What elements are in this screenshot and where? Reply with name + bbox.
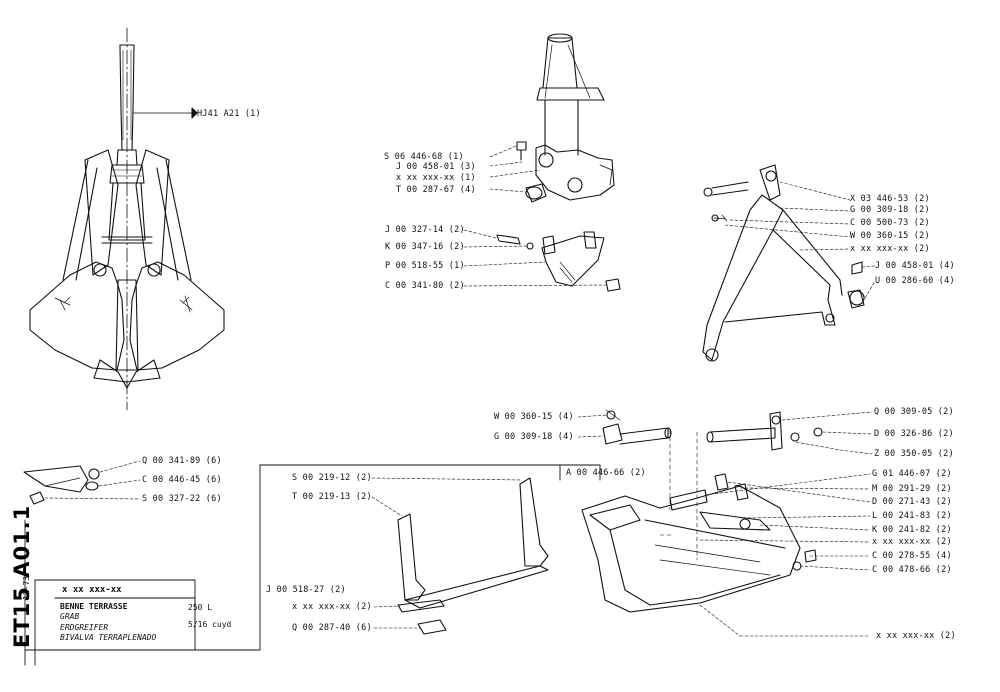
label-bucket-5: K 00 241-82 (2) xyxy=(872,525,952,535)
label-arm-2: G 00 309-18 (2) xyxy=(850,205,930,215)
label-cover-4: C 00 341-80 (2) xyxy=(385,281,465,291)
label-bucket-9: x xx xxx-xx (2) xyxy=(876,631,956,641)
label-pin-4: D 00 326-86 (2) xyxy=(874,429,954,439)
label-tooth-3: S 00 327-22 (6) xyxy=(142,494,222,504)
label-arm-3: C 00 500-73 (2) xyxy=(850,218,930,228)
leader-lines-frame xyxy=(371,477,523,629)
title-en: GRAB xyxy=(60,612,80,621)
label-frame-3: J 00 518-27 (2) xyxy=(266,585,346,595)
title-de: ERDGREIFER xyxy=(60,623,109,632)
label-cover-1: J 00 327-14 (2) xyxy=(385,225,465,235)
label-cover-2: K 00 347-16 (2) xyxy=(385,242,465,252)
label-arm-4: W 00 360-15 (2) xyxy=(850,231,930,241)
sheet-frame-lines xyxy=(24,464,601,666)
label-swivel-4: T 00 287-67 (4) xyxy=(396,185,476,195)
sheet-date: 11-73 xyxy=(22,575,31,600)
leader-lines-bucket xyxy=(699,473,871,637)
part-number: x xx xxx-xx xyxy=(62,585,122,595)
label-grab-shaft: HJ41 A21 (1) xyxy=(197,109,261,119)
grab-assembly-drawing xyxy=(29,27,225,411)
label-pin-3: Q 00 309-05 (2) xyxy=(874,407,954,417)
swivel-head-drawing xyxy=(516,33,615,203)
label-pin-2: G 00 309-18 (4) xyxy=(494,432,574,442)
arm-link-drawing xyxy=(702,164,865,362)
leader-lines-pins xyxy=(577,411,873,455)
base-frame-drawing xyxy=(397,477,549,635)
label-tooth-2: C 00 446-45 (6) xyxy=(142,475,222,485)
label-arm-7: U 00 286-60 (4) xyxy=(875,276,955,286)
label-swivel-1: S 06 446-68 (1) xyxy=(384,152,464,162)
label-frame-4: x xx xxx-xx (2) xyxy=(292,602,372,612)
tooth-drawing xyxy=(23,465,100,505)
label-arm-5: x xx xxx-xx (2) xyxy=(850,244,930,254)
label-bucket-box: A 00 446-66 (2) xyxy=(566,468,646,478)
cover-plate-drawing xyxy=(496,231,621,292)
title-fr: BENNE TERRASSE xyxy=(60,602,128,611)
label-tooth-1: Q 00 341-89 (6) xyxy=(142,456,222,466)
leader-lines-arm xyxy=(724,181,876,299)
leader-lines-cover xyxy=(463,229,607,287)
pin-set-drawing xyxy=(602,409,823,451)
label-pin-1: W 00 360-15 (4) xyxy=(494,412,574,422)
arrow-icon xyxy=(191,107,198,119)
label-arm-1: X 03 446-53 (2) xyxy=(850,194,930,204)
leader-lines-swivel xyxy=(489,145,541,193)
label-frame-5: Q 00 287-40 (6) xyxy=(292,623,372,633)
label-pin-5: Z 00 350-05 (2) xyxy=(874,449,954,459)
label-bucket-8: C 00 478-66 (2) xyxy=(872,565,952,575)
title-es: BIVALVA TERRAPLENADO xyxy=(60,633,157,642)
label-bucket-3: D 00 271-43 (2) xyxy=(872,497,952,507)
bucket-drawing xyxy=(581,429,817,613)
label-bucket-4: L 00 241-83 (2) xyxy=(872,511,952,521)
label-bucket-1: G 01 446-07 (2) xyxy=(872,469,952,479)
label-bucket-2: M 00 291-29 (2) xyxy=(872,484,952,494)
label-bucket-6: x xx xxx-xx (2) xyxy=(872,537,952,547)
label-cover-3: P 00 518-55 (1) xyxy=(385,261,465,271)
label-swivel-3: x xx xxx-xx (1) xyxy=(396,173,476,183)
label-frame-2: T 00 219-13 (2) xyxy=(292,492,372,502)
label-frame-1: S 00 219-12 (2) xyxy=(292,473,372,483)
label-bucket-7: C 00 278-55 (4) xyxy=(872,551,952,561)
capacity-cuyd: 5/16 cuyd xyxy=(188,620,232,629)
capacity-litres: 250 L xyxy=(188,603,213,612)
label-arm-6: J 00 458-01 (4) xyxy=(875,261,955,271)
leader-lines-tooth xyxy=(44,460,141,500)
label-swivel-2: J 00 458-01 (3) xyxy=(396,162,476,172)
